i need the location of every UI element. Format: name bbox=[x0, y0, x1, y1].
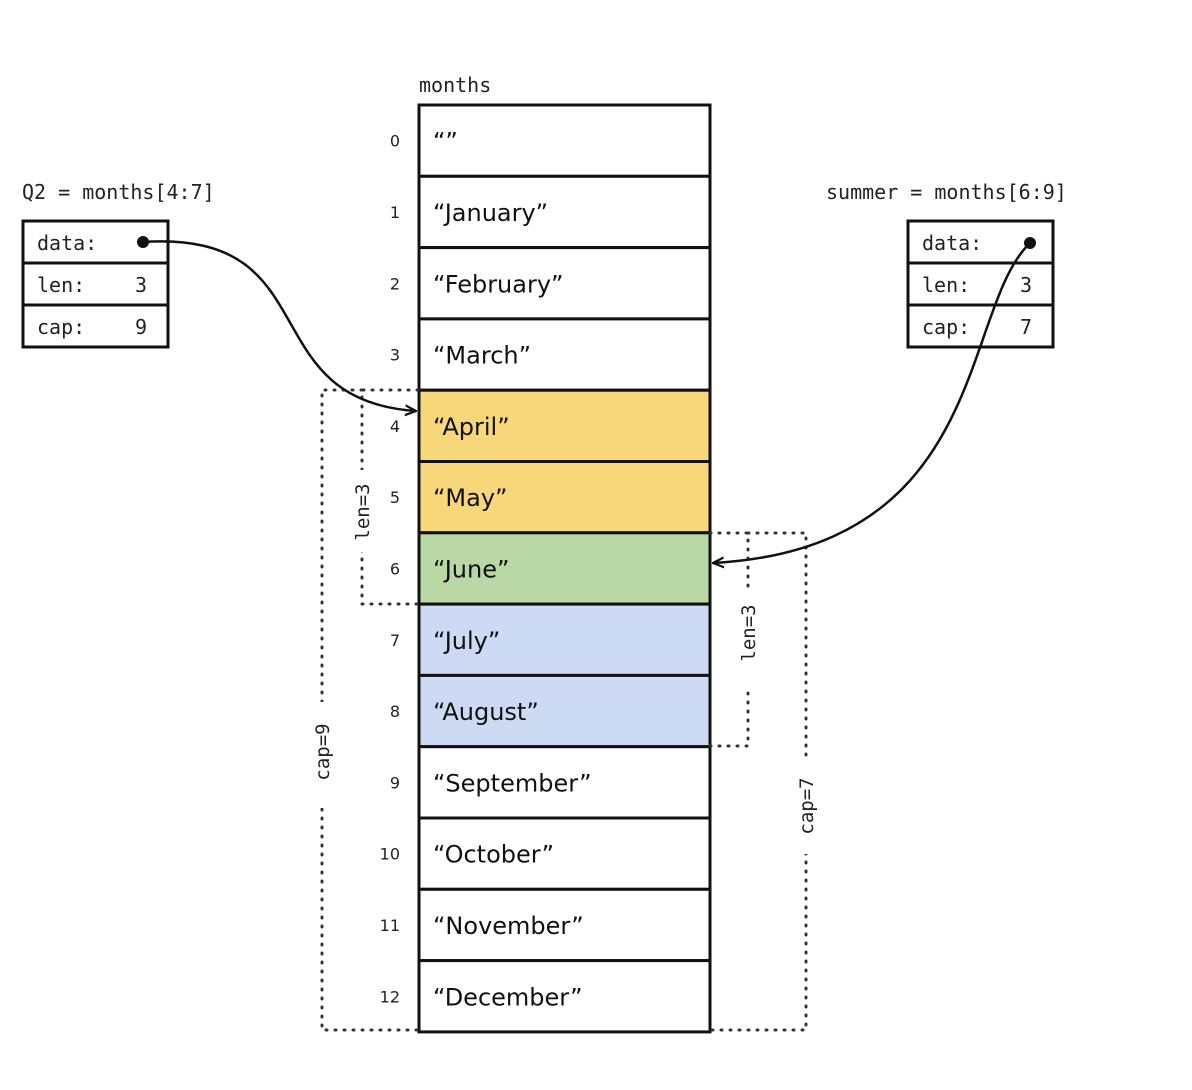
array-cell-box bbox=[417, 388, 712, 464]
summer-len-label: len: bbox=[922, 273, 970, 297]
q2-pointer-arrow bbox=[142, 240, 416, 411]
array-cell-index: 3 bbox=[390, 346, 400, 365]
array-cells: “” 0 “January” 1 “February” 2 “March” 3 “April” 4… bbox=[380, 103, 712, 1034]
array-cell-box bbox=[417, 246, 712, 321]
q2-cap-value: 9 bbox=[135, 315, 147, 339]
array-cell: “February” 2 bbox=[390, 246, 712, 321]
array-cell-value: “October” bbox=[433, 841, 554, 869]
summer-len-marker: len=3 bbox=[738, 604, 760, 661]
summer-brackets: len=3 cap=7 bbox=[708, 531, 820, 1032]
array-cell: “” 0 bbox=[390, 103, 712, 178]
summer-cap-gap bbox=[792, 758, 820, 854]
array-cell: “November” 11 bbox=[380, 887, 712, 963]
array-cell-box bbox=[417, 887, 712, 963]
array-cell-value: “May” bbox=[433, 484, 507, 512]
q2-cap-marker: cap=9 bbox=[312, 723, 334, 780]
q2-slice-header: Q2 = months[4:7] data: len: 3 cap: 9 bbox=[21, 180, 215, 349]
summer-len-value: 3 bbox=[1020, 273, 1032, 297]
array-cell: “July” 7 bbox=[390, 602, 712, 677]
array-cell-index: 4 bbox=[390, 417, 400, 436]
array-cell-value: “December” bbox=[433, 983, 583, 1011]
array-cell-box bbox=[417, 959, 712, 1034]
array-cell: “October” 10 bbox=[380, 816, 712, 891]
summer-cap-value: 7 bbox=[1020, 315, 1032, 339]
q2-len-gap bbox=[348, 470, 376, 552]
array-cell: “September” 9 bbox=[390, 745, 712, 820]
array-cell: “January” 1 bbox=[390, 174, 712, 250]
summer-data-label: data: bbox=[922, 231, 982, 255]
array-cell-index: 12 bbox=[380, 987, 400, 1006]
array-cell-value: “April” bbox=[433, 413, 510, 441]
array-cell-box bbox=[417, 816, 712, 891]
array-cell-box bbox=[417, 174, 712, 250]
array-cell-index: 6 bbox=[390, 559, 400, 578]
array-cell-value: “June” bbox=[433, 555, 509, 583]
array-cell-box bbox=[417, 531, 712, 606]
array-cell-index: 11 bbox=[380, 916, 400, 935]
array-cell: “May” 5 bbox=[390, 460, 712, 535]
summer-cap-marker: cap=7 bbox=[796, 777, 818, 834]
array-cell-index: 9 bbox=[390, 773, 400, 792]
array-cell-index: 8 bbox=[390, 702, 400, 721]
q2-cap-field bbox=[21, 303, 170, 349]
q2-cap-label: cap: bbox=[37, 315, 85, 339]
summer-len-gap bbox=[734, 590, 762, 690]
array-cell-value: “” bbox=[433, 128, 458, 156]
array-cell-value: “September” bbox=[433, 769, 592, 797]
array-name: months bbox=[419, 73, 491, 97]
array-cell: “March” 3 bbox=[390, 317, 712, 392]
array-cell-value: “August” bbox=[433, 698, 539, 726]
array-cell-value: “March” bbox=[433, 342, 531, 370]
summer-pointer-arrow bbox=[713, 242, 1031, 563]
array-cell-index: 5 bbox=[390, 488, 400, 507]
q2-len-label: len: bbox=[37, 273, 85, 297]
q2-title: Q2 = months[4:7] bbox=[22, 180, 215, 204]
q2-cap-gap bbox=[308, 702, 336, 808]
array-cell-box bbox=[417, 673, 712, 749]
q2-brackets: len=3 cap=9 bbox=[308, 388, 420, 1032]
summer-cap-label: cap: bbox=[922, 315, 970, 339]
array-cell: “December” 12 bbox=[380, 959, 712, 1034]
array-cell-value: “January” bbox=[433, 199, 548, 227]
array-cell-box bbox=[417, 103, 712, 178]
array-cell-index: 0 bbox=[390, 132, 400, 151]
q2-len-marker: len=3 bbox=[352, 483, 374, 540]
array-cell-index: 2 bbox=[390, 274, 400, 293]
array-cell: “August” 8 bbox=[390, 673, 712, 749]
array-cell-value: “July” bbox=[433, 627, 500, 655]
summer-title: summer = months[6:9] bbox=[826, 180, 1067, 204]
q2-data-label: data: bbox=[37, 231, 97, 255]
q2-len-value: 3 bbox=[135, 273, 147, 297]
array-cell: “April” 4 bbox=[390, 388, 712, 464]
array-cell: “June” 6 bbox=[390, 531, 712, 606]
array-cell-index: 7 bbox=[390, 631, 400, 650]
summer-slice-header: summer = months[6:9] data: len: 3 cap: 7 bbox=[826, 180, 1067, 349]
array-cell-value: “February” bbox=[433, 270, 563, 298]
array-cell-value: “November” bbox=[433, 912, 584, 940]
array-cell-index: 1 bbox=[390, 203, 400, 222]
array-cell-index: 10 bbox=[380, 845, 400, 864]
